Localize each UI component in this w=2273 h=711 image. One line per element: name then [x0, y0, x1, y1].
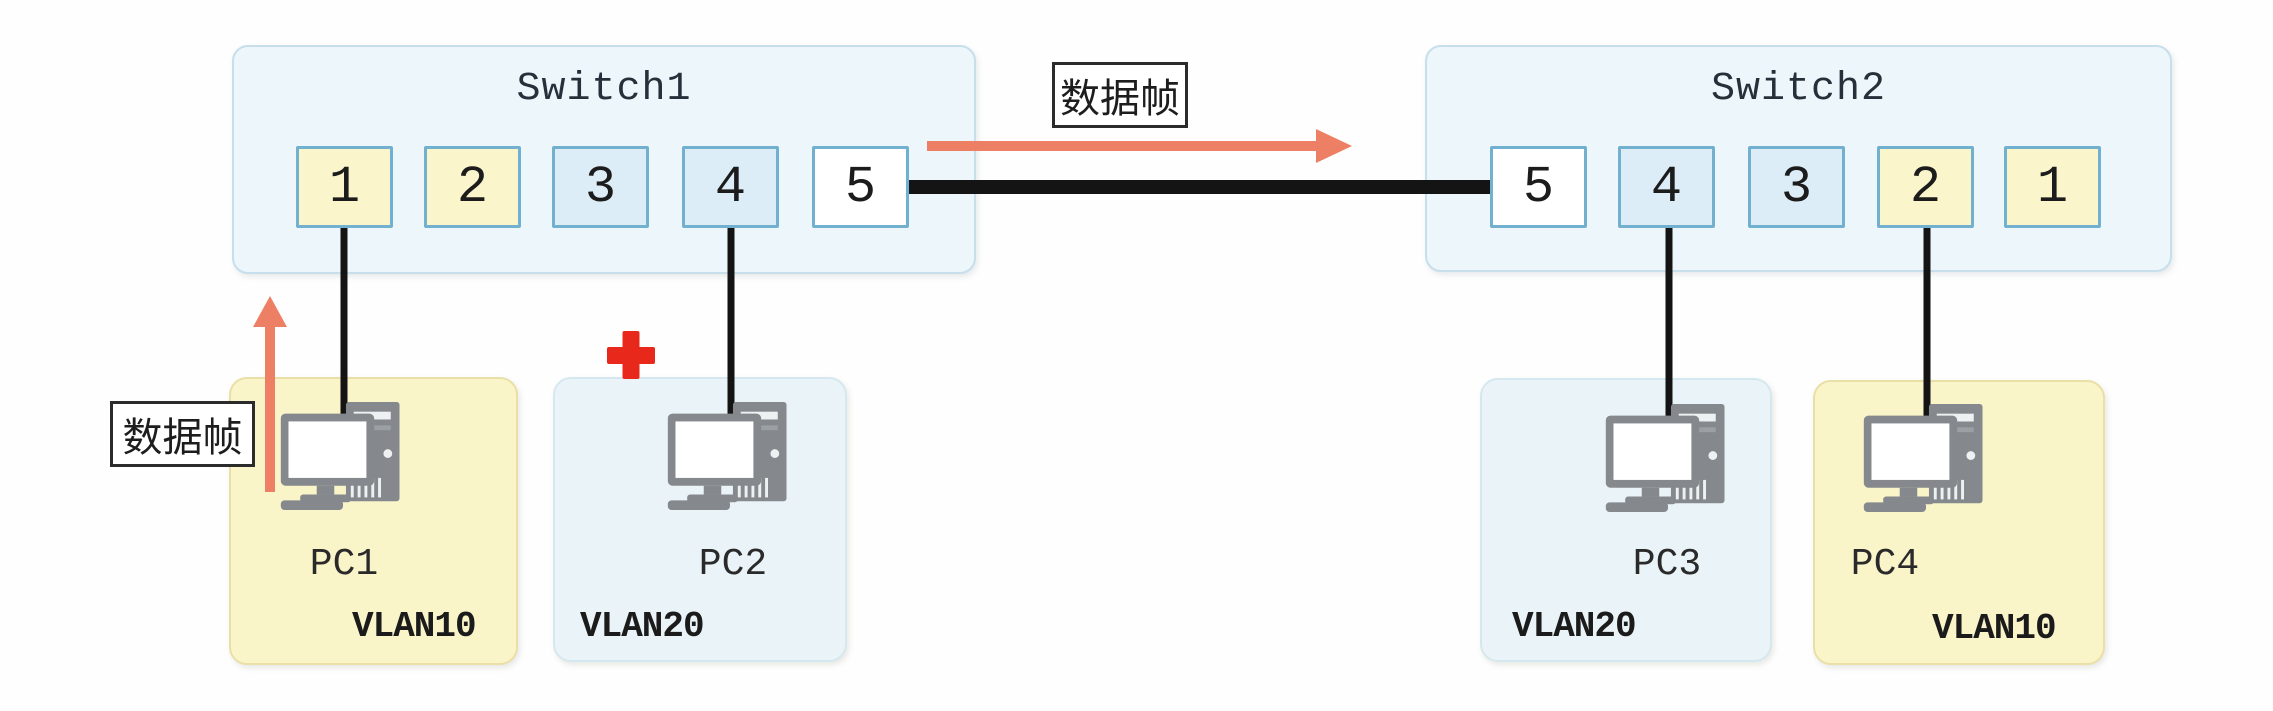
- switch1-port-5-trunk: 5: [812, 146, 909, 228]
- pc1-vlan-badge: VLAN10: [352, 606, 477, 647]
- data-frame-arrow-right-icon: [927, 129, 1352, 163]
- switch2-port-5-trunk: 5: [1490, 146, 1587, 228]
- switch2-port-2: 2: [1877, 146, 1974, 228]
- pc3-computer-icon: [1604, 402, 1734, 514]
- data-frame-label-pc1: 数据帧: [110, 401, 255, 467]
- data-frame-label-trunk: 数据帧: [1052, 62, 1188, 128]
- pc3-vlan-badge: VLAN20: [1512, 606, 1637, 647]
- switch1-port-4: 4: [682, 146, 779, 228]
- switch1-port-1: 1: [296, 146, 393, 228]
- pc1-name: PC1: [309, 543, 379, 586]
- switch1-title: Switch1: [516, 67, 692, 112]
- blocked-cross-icon: [607, 331, 655, 379]
- pc2-computer-icon: [666, 400, 796, 512]
- switch2-port-3: 3: [1748, 146, 1845, 228]
- pc2-vlan-badge: VLAN20: [580, 606, 705, 647]
- pc1-computer-icon: [279, 400, 409, 512]
- pc4-name: PC4: [1850, 543, 1920, 586]
- switch2-port-4: 4: [1618, 146, 1715, 228]
- switch2-title: Switch2: [1710, 67, 1887, 112]
- switch1-port-2: 2: [424, 146, 521, 228]
- pc2-name: PC2: [698, 543, 768, 586]
- pc3-name: PC3: [1632, 543, 1702, 586]
- switch2-port-1: 1: [2004, 146, 2101, 228]
- pc4-computer-icon: [1862, 402, 1992, 514]
- pc4-vlan-badge: VLAN10: [1932, 608, 2057, 649]
- switch1-port-3: 3: [552, 146, 649, 228]
